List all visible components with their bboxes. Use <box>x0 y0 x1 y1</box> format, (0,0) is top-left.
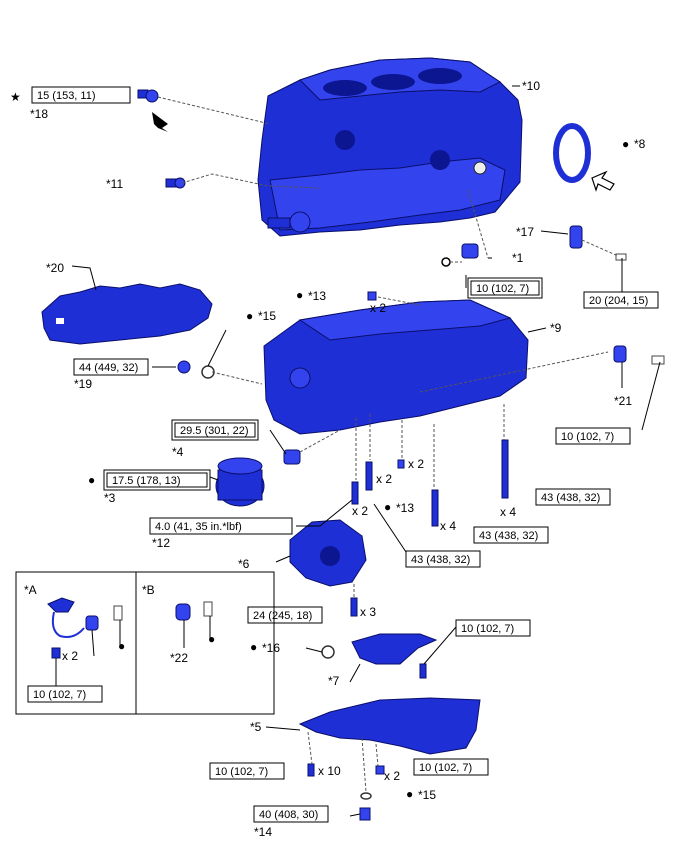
callout-21: *21 <box>614 394 632 408</box>
crank-position-sensor-part <box>441 243 479 267</box>
callout-18: *18 <box>30 107 48 121</box>
oil-filter-part <box>215 457 265 507</box>
callout-3: *3 <box>104 491 116 505</box>
bolt-part <box>375 765 385 775</box>
qty-a: x 2 <box>62 649 78 663</box>
inset-panel: *A *B x 2 10 (102, 7) *22 <box>15 571 275 715</box>
callout-7: *7 <box>328 674 340 688</box>
callout-19: *19 <box>74 377 92 391</box>
bolt-part <box>419 663 427 679</box>
plug-part <box>177 360 191 374</box>
torque-3: 17.5 (178, 13) <box>112 475 181 487</box>
oil-pan-part <box>298 697 481 755</box>
qty-10b: x 2 <box>384 769 400 783</box>
bullet-icon: ● <box>118 639 125 653</box>
torque-7: 10 (102, 7) <box>461 623 514 635</box>
bolt-part <box>365 461 373 491</box>
callout-15-bottom: *15 <box>418 788 436 802</box>
torque-10b: 10 (102, 7) <box>419 762 472 774</box>
torque-43a: 43 (438, 32) <box>541 492 600 504</box>
leader-lines <box>71 85 661 817</box>
callout-1: *1 <box>512 251 524 265</box>
bullet-icon: ● <box>250 640 257 654</box>
bullet-icon: ● <box>208 632 215 646</box>
torque-12: 4.0 (41, 35 in.*lbf) <box>155 521 242 533</box>
oil-pump-part <box>289 519 367 587</box>
quantity-labels: x 2 x 2 x 2 x 4 x 2 x 4 x 3 x 10 x 2 <box>318 301 516 783</box>
bolt-part <box>501 439 509 499</box>
callout-labels: *18 *10 *8 *11 *17 *1 *20 *13 *15 *9 *19… <box>30 79 646 839</box>
stud-part <box>351 481 359 505</box>
callout-13-mid: *13 <box>396 501 414 515</box>
inset-label-b: *B <box>142 583 155 597</box>
callout-14: *14 <box>254 825 272 839</box>
torque-4: 29.5 (301, 22) <box>180 425 249 437</box>
knock-sensor-bolt-part <box>165 177 186 189</box>
bolt-part <box>431 489 439 527</box>
gasket-part <box>360 792 372 800</box>
callout-11: *11 <box>106 177 123 191</box>
torque-18: 15 (153, 11) <box>37 90 96 102</box>
stiffening-plate-part <box>41 283 213 345</box>
callout-10: *10 <box>522 79 540 93</box>
callout-17: *17 <box>516 225 534 239</box>
torque-1: 10 (102, 7) <box>476 283 529 295</box>
callout-22: *22 <box>170 651 188 665</box>
torque-43c: 43 (438, 32) <box>411 554 470 566</box>
bolt-part <box>307 763 315 777</box>
callout-8: *8 <box>634 137 646 151</box>
rear-oil-seal-part <box>553 123 615 192</box>
qty-13: x 2 <box>370 301 386 315</box>
inset-label-a: *A <box>24 583 37 597</box>
oil-pressure-sender-part <box>137 89 168 132</box>
callout-13-top: *13 <box>308 289 326 303</box>
torque-17: 20 (204, 15) <box>589 295 648 307</box>
torque-a: 10 (102, 7) <box>33 689 86 701</box>
callout-9: *9 <box>550 321 562 335</box>
oil-filter-union-part <box>283 449 301 465</box>
torque-10a: 10 (102, 7) <box>215 766 268 778</box>
bullet-icon: ● <box>406 787 413 801</box>
qty-12: x 2 <box>352 504 368 518</box>
callout-12: *12 <box>152 536 170 550</box>
oil-control-valve-part <box>569 225 627 261</box>
torque-43b: 43 (438, 32) <box>479 530 538 542</box>
qty-10a: x 10 <box>318 764 341 778</box>
qty-43a: x 4 <box>500 505 516 519</box>
callout-16: *16 <box>262 641 280 655</box>
bullet-icon: ● <box>384 500 391 514</box>
oil-strainer-part <box>351 633 438 665</box>
torque-21: 10 (102, 7) <box>561 431 614 443</box>
bolt-part <box>397 459 405 469</box>
o-ring-part <box>321 645 335 659</box>
torque-specs: 15 (153, 11) 10 (102, 7) 20 (204, 15) 44… <box>31 86 659 823</box>
qty-13c: x 2 <box>408 457 424 471</box>
drain-plug-part <box>359 807 371 821</box>
bullet-icon: ● <box>622 137 629 151</box>
star-icon: ★ <box>10 90 21 104</box>
qty-24: x 3 <box>360 605 376 619</box>
symbols: ★ ● ● ● ● ● ● ● ● ● <box>10 90 629 801</box>
callout-6: *6 <box>238 557 250 571</box>
cylinder-block-part <box>257 57 523 237</box>
callout-20: *20 <box>46 261 64 275</box>
callout-5: *5 <box>250 720 262 734</box>
qty-11b: x 2 <box>376 472 392 486</box>
torque-40: 40 (408, 30) <box>259 809 318 821</box>
qty-43c: x 4 <box>440 519 456 533</box>
oil-pan-upper-part <box>263 299 529 435</box>
bolt-part <box>350 597 358 617</box>
oil-jet-part <box>613 345 665 365</box>
torque-24: 24 (245, 18) <box>253 610 312 622</box>
bullet-icon: ● <box>246 309 253 323</box>
bullet-icon: ● <box>88 473 95 487</box>
dowel-pin-part <box>367 291 377 301</box>
bullet-icon: ● <box>296 288 303 302</box>
torque-19: 44 (449, 32) <box>79 362 138 374</box>
callout-15-top: *15 <box>258 309 276 323</box>
callout-4: *4 <box>172 445 184 459</box>
